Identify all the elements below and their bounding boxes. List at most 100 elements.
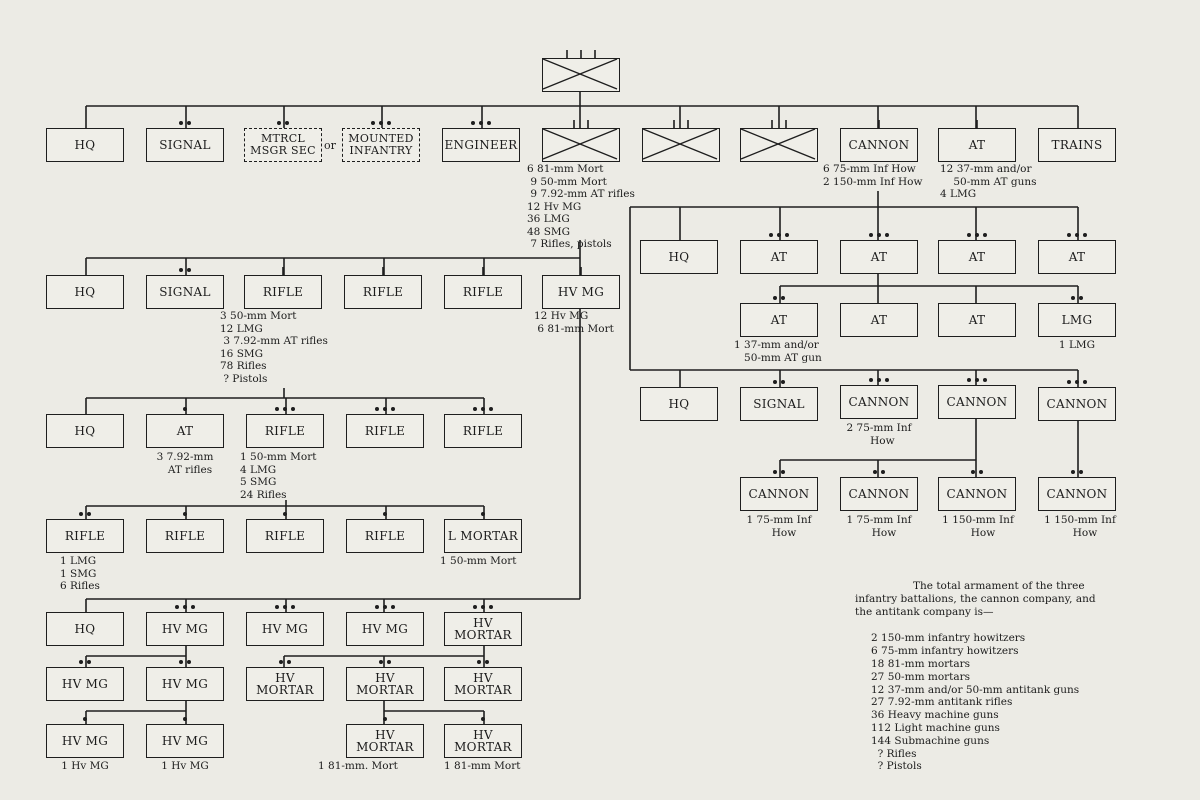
unit-label: HV MG (61, 734, 109, 748)
unit-label: RIFLE (362, 285, 404, 299)
equipment-note-cat: 3 7.92-mm AT rifles (156, 451, 214, 476)
summary-item: 144 Submachine guns (871, 734, 990, 747)
echelon-dot-icon (773, 380, 777, 384)
echelon-dot-icon (975, 233, 979, 237)
summary-intro-line: infantry battalions, the cannon company,… (855, 592, 1096, 605)
unit-label: HV MG (261, 622, 309, 636)
unit-box-ats3: AT (938, 303, 1016, 337)
echelon-dot-icon (183, 605, 187, 609)
unit-box-cns3: CANNON (938, 477, 1016, 511)
unit-label: AT (870, 250, 888, 264)
unit-box-hmg2: HV MG (146, 724, 224, 758)
equipment-note-lmort: 1 50-mm Mort (440, 555, 517, 567)
unit-box-sq1: RIFLE (46, 519, 124, 553)
echelon-dot-icon (79, 660, 83, 664)
echelon-dot-icon (179, 268, 183, 272)
echelon-dot-icon (481, 717, 485, 721)
echelon-dot-icon (781, 296, 785, 300)
unit-box-hmorts3: HV MORTAR (444, 667, 522, 701)
unit-box-hmorts2: HV MORTAR (346, 667, 424, 701)
unit-label: HV MG (161, 622, 209, 636)
unit-label: HQ (668, 397, 690, 411)
echelon-dot-icon (87, 512, 91, 516)
unit-box-cpl2: RIFLE (346, 414, 424, 448)
unit-box-eng: ENGINEER (442, 128, 520, 162)
unit-box-atlmg: LMG (1038, 303, 1116, 337)
unit-box-rc2: RIFLE (344, 275, 422, 309)
summary-item: 18 81-mm mortars (871, 657, 971, 670)
summary-item: 12 37-mm and/or 50-mm antitank guns (871, 683, 1080, 696)
echelon-dot-icon (277, 121, 281, 125)
echelon-dot-icon (387, 121, 391, 125)
summary-item: 27 50-mm mortars (871, 670, 971, 683)
unit-label: CANNON (1046, 397, 1108, 411)
echelon-dot-icon (1079, 296, 1083, 300)
unit-label: RIFLE (364, 424, 406, 438)
unit-box-cnsig: SIGNAL (740, 387, 818, 421)
echelon-dot-icon (183, 717, 187, 721)
unit-label: MTRCL MSGR SEC (250, 132, 316, 157)
echelon-dot-icon (785, 233, 789, 237)
echelon-dot-icon (283, 512, 287, 516)
unit-box-bn1 (542, 128, 620, 162)
echelon-dot-icon (1075, 233, 1079, 237)
equipment-note-cpl: 1 50-mm Mort 4 LMG 5 SMG 24 Rifles (240, 451, 317, 501)
unit-label: HV MG (557, 285, 605, 299)
echelon-dot-icon (287, 660, 291, 664)
echelon-dot-icon (485, 660, 489, 664)
unit-label: CANNON (946, 395, 1008, 409)
unit-box-atp4: AT (1038, 240, 1116, 274)
unit-box-trains: TRAINS (1038, 128, 1116, 162)
unit-box-athq: HQ (640, 240, 718, 274)
unit-box-bn2 (642, 128, 720, 162)
unit-label: CANNON (748, 487, 810, 501)
equipment-note-cannon: 6 75-mm Inf How 2 150-mm Inf How (823, 163, 923, 188)
echelon-dot-icon (285, 121, 289, 125)
echelon-dot-icon (971, 470, 975, 474)
unit-label: CANNON (848, 395, 910, 409)
infantry-symbol-icon (643, 128, 718, 161)
infantry-symbol-icon (741, 128, 816, 161)
unit-label: AT (176, 424, 194, 438)
unit-box-bsig: SIGNAL (146, 275, 224, 309)
echelon-dot-icon (781, 470, 785, 474)
unit-label: HQ (668, 250, 690, 264)
equipment-note-ats1: 1 37-mm and/or 50-mm AT gun (734, 339, 822, 364)
echelon-dot-icon (391, 605, 395, 609)
unit-box-cnp2: CANNON (938, 385, 1016, 419)
echelon-dot-icon (777, 233, 781, 237)
unit-label: CANNON (848, 487, 910, 501)
echelon-dot-icon (387, 660, 391, 664)
unit-label: L MORTAR (447, 529, 519, 543)
echelon-dot-icon (283, 407, 287, 411)
equipment-note-cns3: 1 150-mm Inf How (942, 514, 1014, 539)
echelon-dot-icon (383, 717, 387, 721)
unit-label: HV MG (161, 677, 209, 691)
echelon-dot-icon (481, 407, 485, 411)
summary-item: 27 7.92-mm antitank rifles (871, 696, 1013, 709)
echelon-dot-icon (291, 605, 295, 609)
echelon-dot-icon (275, 407, 279, 411)
unit-box-mounted: MOUNTED INFANTRY (342, 128, 420, 162)
unit-label: HV MORTAR (256, 671, 314, 697)
echelon-dot-icon (481, 605, 485, 609)
unit-label: SIGNAL (159, 138, 211, 152)
unit-box-cannon: CANNON (840, 128, 918, 162)
unit-label: RIFLE (64, 529, 106, 543)
equipment-note-hmort2: 1 81-mm Mort (444, 760, 521, 772)
echelon-dot-icon (379, 660, 383, 664)
summary-item: 6 75-mm infantry howitzers (871, 645, 1019, 658)
echelon-dot-icon (869, 233, 873, 237)
equipment-note-hvco: 12 Hv MG 6 81-mm Mort (534, 310, 614, 335)
echelon-dot-icon (383, 605, 387, 609)
echelon-dot-icon (183, 407, 187, 411)
unit-box-chq: HQ (46, 414, 124, 448)
equipment-note-cns4: 1 150-mm Inf How (1044, 514, 1116, 539)
unit-label: HV MG (361, 622, 409, 636)
unit-label: AT (1068, 250, 1086, 264)
echelon-dot-icon (1075, 380, 1079, 384)
unit-label: SIGNAL (753, 397, 805, 411)
unit-box-cnp1: CANNON (840, 385, 918, 419)
unit-label: AT (870, 313, 888, 327)
